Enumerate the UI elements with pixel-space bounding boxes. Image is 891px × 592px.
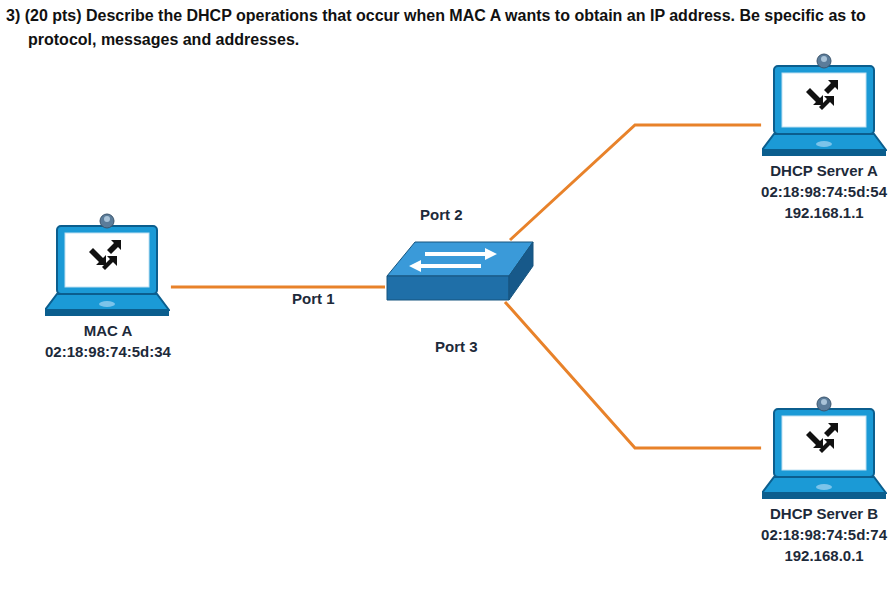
laptop-icon — [762, 395, 887, 503]
host-name: DHCP Server A — [761, 160, 887, 181]
client-laptop: MAC A02:18:98:74:5d:34 — [45, 212, 171, 362]
address-label: 02:18:98:74:5d:34 — [45, 341, 171, 362]
port-label: Port 3 — [433, 338, 480, 356]
address-label: 02:18:98:74:5d:54 — [761, 181, 887, 202]
server-laptop: DHCP Server A02:18:98:74:5d:54192.168.1.… — [761, 52, 887, 223]
laptop-icon — [45, 212, 170, 320]
address-label: 192.168.1.1 — [761, 202, 887, 223]
host-name: MAC A — [45, 320, 171, 341]
address-label: 02:18:98:74:5d:74 — [761, 524, 887, 545]
host-name: DHCP Server B — [761, 503, 887, 524]
switch-icon — [385, 240, 535, 302]
port-label: Port 1 — [290, 290, 337, 308]
address-label: 192.168.0.1 — [761, 545, 887, 566]
network-cable — [505, 302, 761, 448]
laptop-icon — [762, 52, 887, 160]
question-heading: 3) (20 pts) Describe the DHCP operations… — [6, 4, 878, 52]
network-cable — [510, 125, 761, 240]
port-label: Port 2 — [418, 206, 465, 224]
server-laptop: DHCP Server B02:18:98:74:5d:74192.168.0.… — [761, 395, 887, 566]
network-switch: Port 1Port 2Port 3 — [385, 240, 535, 302]
network-cable — [171, 286, 385, 289]
